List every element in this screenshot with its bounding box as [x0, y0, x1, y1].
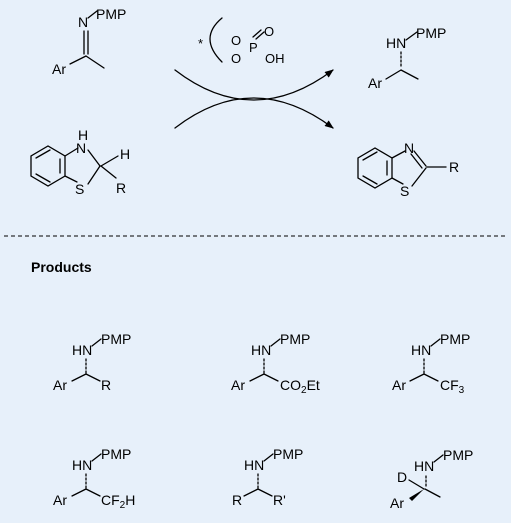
product-5-r-label: R: [232, 492, 242, 508]
product-1-hn-label: HN: [72, 342, 92, 358]
benzothiazole-product: N S R: [357, 140, 459, 199]
product-2-hn-label: HN: [251, 342, 271, 358]
product-2-et-text: Et: [307, 377, 320, 393]
product-6-ar-label: Ar: [390, 495, 404, 511]
product-6-d-label: D: [397, 469, 407, 485]
catalyst-p-label: P: [249, 40, 258, 55]
product-4-cf-text: CF: [101, 492, 120, 508]
benzothiazoline-reactant: N H S H R: [30, 127, 130, 197]
catalyst-o-bottom-label: O: [231, 51, 241, 66]
reaction-arrow-upper: [174, 69, 334, 101]
reaction-arrow-lower: [174, 97, 334, 129]
product-6-pmp-label: PMP: [443, 447, 473, 463]
product-ar-r: HN PMP Ar R: [53, 331, 131, 393]
product-4-cf2h-label: CF2H: [101, 492, 135, 511]
reaction-arrows: [174, 69, 334, 129]
amine-product-hn-label: HN: [386, 35, 406, 51]
catalyst-oh-label: OH: [265, 51, 285, 66]
catalyst-o-double-label: O: [264, 24, 274, 39]
product-2-ar-label: Ar: [231, 377, 245, 393]
benzothiazoline-s-label: S: [75, 181, 84, 197]
product-5-hn-label: HN: [244, 457, 264, 473]
imine-reactant: N PMP Ar: [52, 6, 126, 77]
product-4-cf2-subscript: 2: [120, 500, 126, 511]
product-1-pmp-label: PMP: [101, 331, 131, 347]
amine-product-pmp-label: PMP: [416, 25, 446, 41]
imine-ar-label: Ar: [52, 61, 66, 77]
product-ar-cf3: HN PMP Ar CF3: [392, 331, 470, 396]
benzothiazoline-h-label: H: [120, 146, 130, 162]
benzothiazoline-r-label: R: [116, 180, 126, 196]
benzothiazole-s-label: S: [400, 183, 409, 199]
catalyst-o-top-label: O: [231, 33, 241, 48]
product-r-rprime: HN PMP R R': [232, 446, 303, 508]
products-title: Products: [31, 259, 92, 275]
product-2-pmp-label: PMP: [280, 331, 310, 347]
product-2-co2et-label: CO2Et: [280, 377, 320, 396]
product-2-co2-subscript: 2: [301, 385, 307, 396]
product-5-rprime-label: R': [273, 492, 286, 508]
product-ar-co2et: HN PMP Ar CO2Et: [231, 331, 320, 396]
product-1-ar-label: Ar: [53, 377, 67, 393]
product-3-hn-label: HN: [411, 342, 431, 358]
benzothiazoline-nh-h-label: H: [78, 127, 88, 143]
product-4-h-text: H: [125, 492, 135, 508]
product-deuterated: D HN PMP Ar: [390, 447, 473, 511]
amine-product-ar-label: Ar: [368, 75, 382, 91]
product-3-cf-text: CF: [440, 377, 459, 393]
benzothiazole-r-label: R: [449, 159, 459, 175]
product-5-pmp-label: PMP: [273, 446, 303, 462]
imine-n-label: N: [78, 14, 88, 30]
benzothiazoline-nh-n-label: N: [76, 140, 86, 156]
product-3-pmp-label: PMP: [440, 331, 470, 347]
product-4-pmp-label: PMP: [101, 446, 131, 462]
imine-pmp-label: PMP: [96, 6, 126, 22]
product-1-r-label: R: [101, 377, 111, 393]
product-ar-cf2h: HN PMP Ar CF2H: [53, 446, 135, 511]
chiral-phosphoric-acid-catalyst: * O O P O OH: [198, 17, 285, 66]
product-4-ar-label: Ar: [53, 492, 67, 508]
catalyst-star-label: *: [198, 36, 203, 51]
benzothiazole-n-label: N: [404, 140, 414, 156]
product-3-cf3-label: CF3: [440, 377, 465, 396]
product-4-hn-label: HN: [72, 457, 92, 473]
amine-product: HN PMP Ar: [368, 25, 446, 91]
product-6-hn-label: HN: [414, 458, 434, 474]
product-3-ar-label: Ar: [392, 377, 406, 393]
product-3-cf3-subscript: 3: [459, 385, 465, 396]
product-2-co-text: CO: [280, 377, 301, 393]
